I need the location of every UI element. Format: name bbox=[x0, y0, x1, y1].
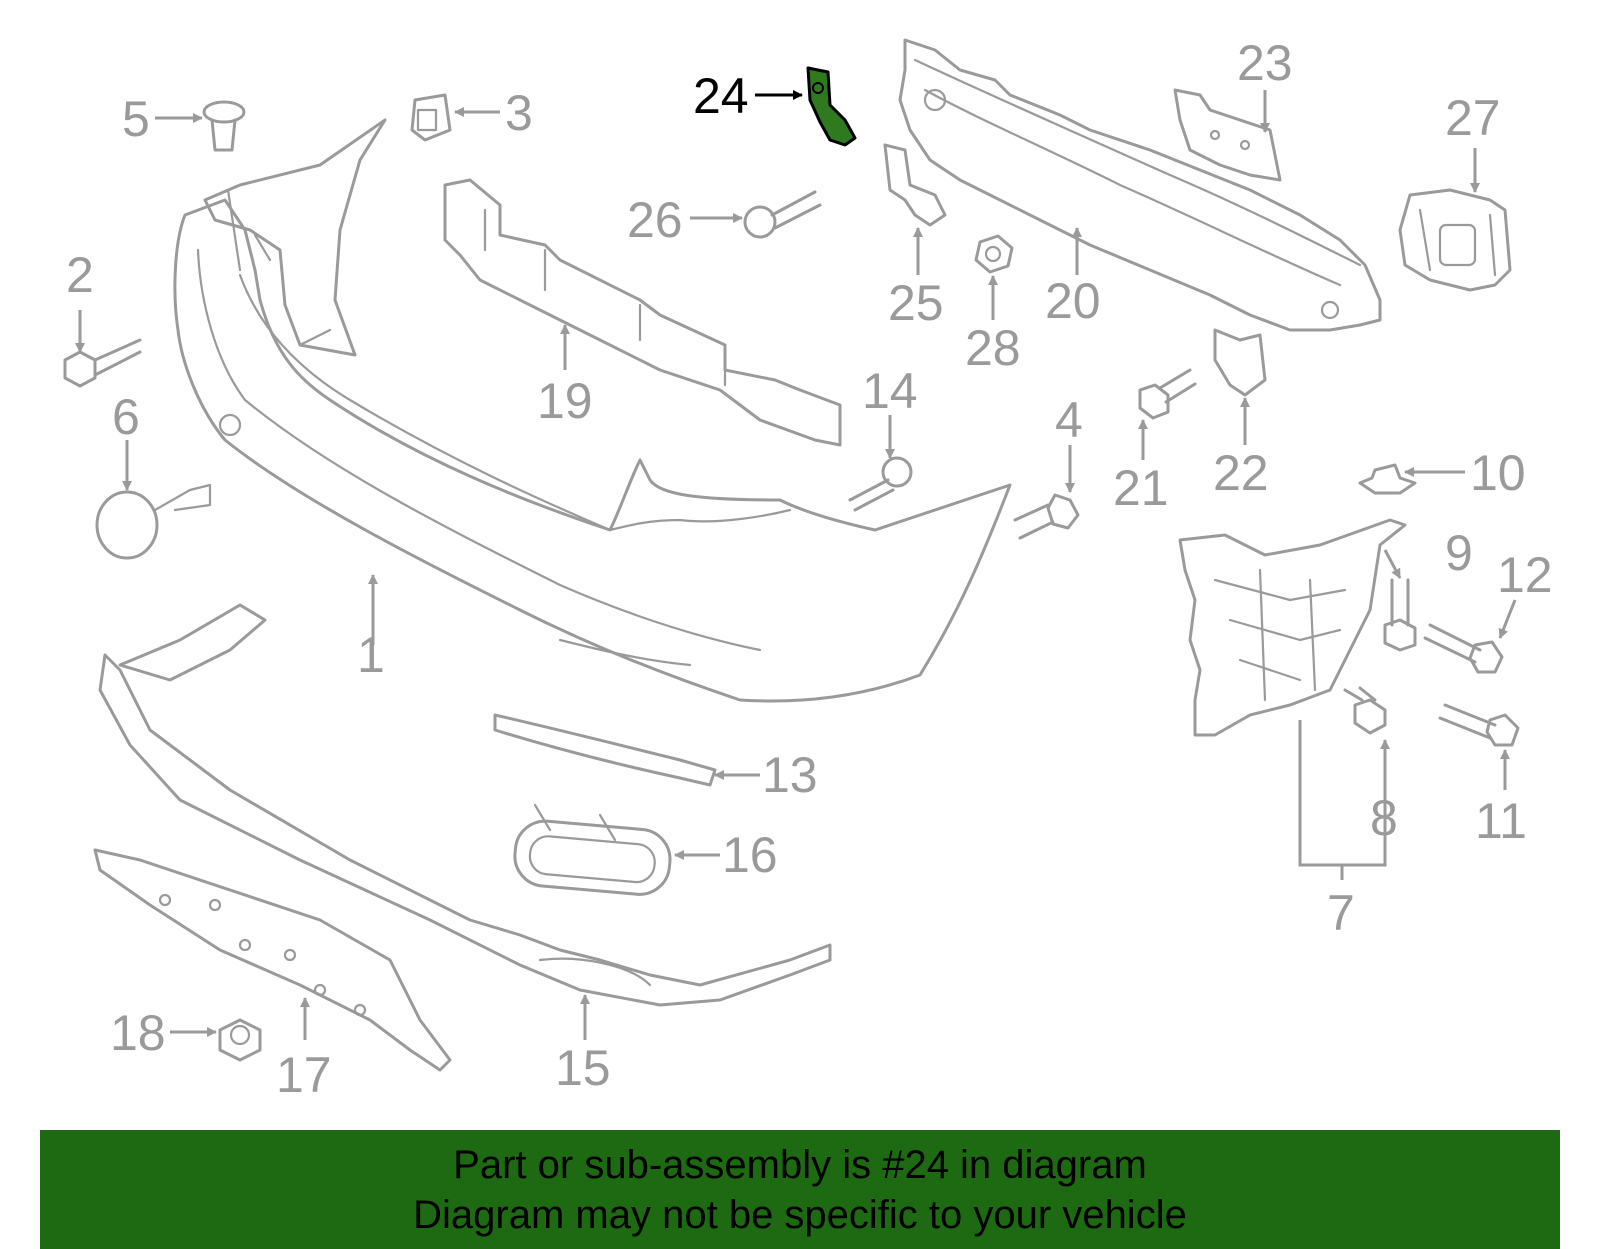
part-16-exhaust-trim bbox=[513, 803, 672, 896]
label-13: 13 bbox=[762, 747, 818, 803]
parts-diagram: 1 2 3 4 5 6 7 8 9 10 11 12 13 14 15 16 1… bbox=[63, 35, 1553, 1103]
part-17-skid-plate bbox=[93, 848, 452, 1072]
label-1: 1 bbox=[357, 627, 385, 683]
fastener-26-screw bbox=[743, 190, 822, 239]
label-24: 24 bbox=[693, 68, 749, 124]
fastener-5-pushpin bbox=[202, 100, 246, 152]
label-11: 11 bbox=[1475, 793, 1527, 849]
part-15-lower-valance bbox=[98, 603, 832, 1007]
part-13-trim-strip bbox=[493, 713, 717, 787]
fastener-2-bolt bbox=[63, 338, 142, 388]
fastener-28-nut bbox=[974, 234, 1014, 274]
fastener-8-bolt bbox=[1343, 686, 1387, 735]
fastener-4-bolt bbox=[1013, 493, 1080, 540]
part-24-highlighted-bracket bbox=[806, 66, 857, 147]
fastener-9-bolt bbox=[1383, 578, 1417, 652]
label-21: 21 bbox=[1113, 460, 1169, 516]
info-banner: Part or sub-assembly is #24 in diagram D… bbox=[40, 1130, 1560, 1249]
label-7: 7 bbox=[1327, 885, 1355, 941]
label-10: 10 bbox=[1470, 445, 1526, 501]
fastener-12-bolt bbox=[1423, 623, 1504, 674]
fastener-3-clip bbox=[410, 93, 452, 142]
part-7-side-bracket bbox=[1178, 518, 1407, 737]
part-1-bumper-cover bbox=[173, 118, 1012, 703]
label-17: 17 bbox=[276, 1047, 332, 1103]
label-28: 28 bbox=[965, 320, 1021, 376]
fastener-14-screw bbox=[848, 456, 913, 512]
label-27: 27 bbox=[1445, 90, 1501, 146]
label-6: 6 bbox=[112, 389, 140, 445]
part-19-absorber bbox=[443, 178, 842, 447]
label-2: 2 bbox=[66, 247, 94, 303]
fastener-11-bolt bbox=[1438, 703, 1520, 747]
part-6-tow-hook-cap bbox=[95, 483, 212, 560]
label-14: 14 bbox=[862, 363, 918, 419]
label-9: 9 bbox=[1445, 525, 1473, 581]
label-23: 23 bbox=[1237, 35, 1293, 91]
label-25: 25 bbox=[888, 275, 944, 331]
part-23-bracket bbox=[1173, 88, 1282, 182]
leader-lines bbox=[75, 90, 1517, 1040]
fastener-21-bolt bbox=[1138, 368, 1197, 420]
part-22-bracket bbox=[1213, 328, 1267, 397]
label-16: 16 bbox=[722, 827, 778, 883]
label-26: 26 bbox=[627, 192, 683, 248]
part-25-bracket bbox=[883, 143, 947, 227]
label-3: 3 bbox=[505, 85, 533, 141]
label-22: 22 bbox=[1213, 445, 1269, 501]
label-18: 18 bbox=[110, 1005, 166, 1061]
label-15: 15 bbox=[555, 1040, 611, 1096]
label-4: 4 bbox=[1055, 392, 1083, 448]
banner-line-2: Diagram may not be specific to your vehi… bbox=[413, 1192, 1187, 1237]
label-12: 12 bbox=[1497, 547, 1553, 603]
label-20: 20 bbox=[1045, 273, 1101, 329]
part-27-sensor-bracket bbox=[1398, 188, 1512, 292]
part-20-reinforcement-beam bbox=[898, 38, 1382, 332]
callout-labels: 1 2 3 4 5 6 7 8 9 10 11 12 13 14 15 16 1… bbox=[66, 35, 1553, 1103]
fastener-10-clip bbox=[1358, 463, 1417, 495]
label-8: 8 bbox=[1370, 790, 1398, 846]
banner-line-1: Part or sub-assembly is #24 in diagram bbox=[453, 1142, 1147, 1187]
label-5: 5 bbox=[122, 91, 150, 147]
label-19: 19 bbox=[537, 373, 593, 429]
fastener-18-nut bbox=[218, 1018, 262, 1062]
